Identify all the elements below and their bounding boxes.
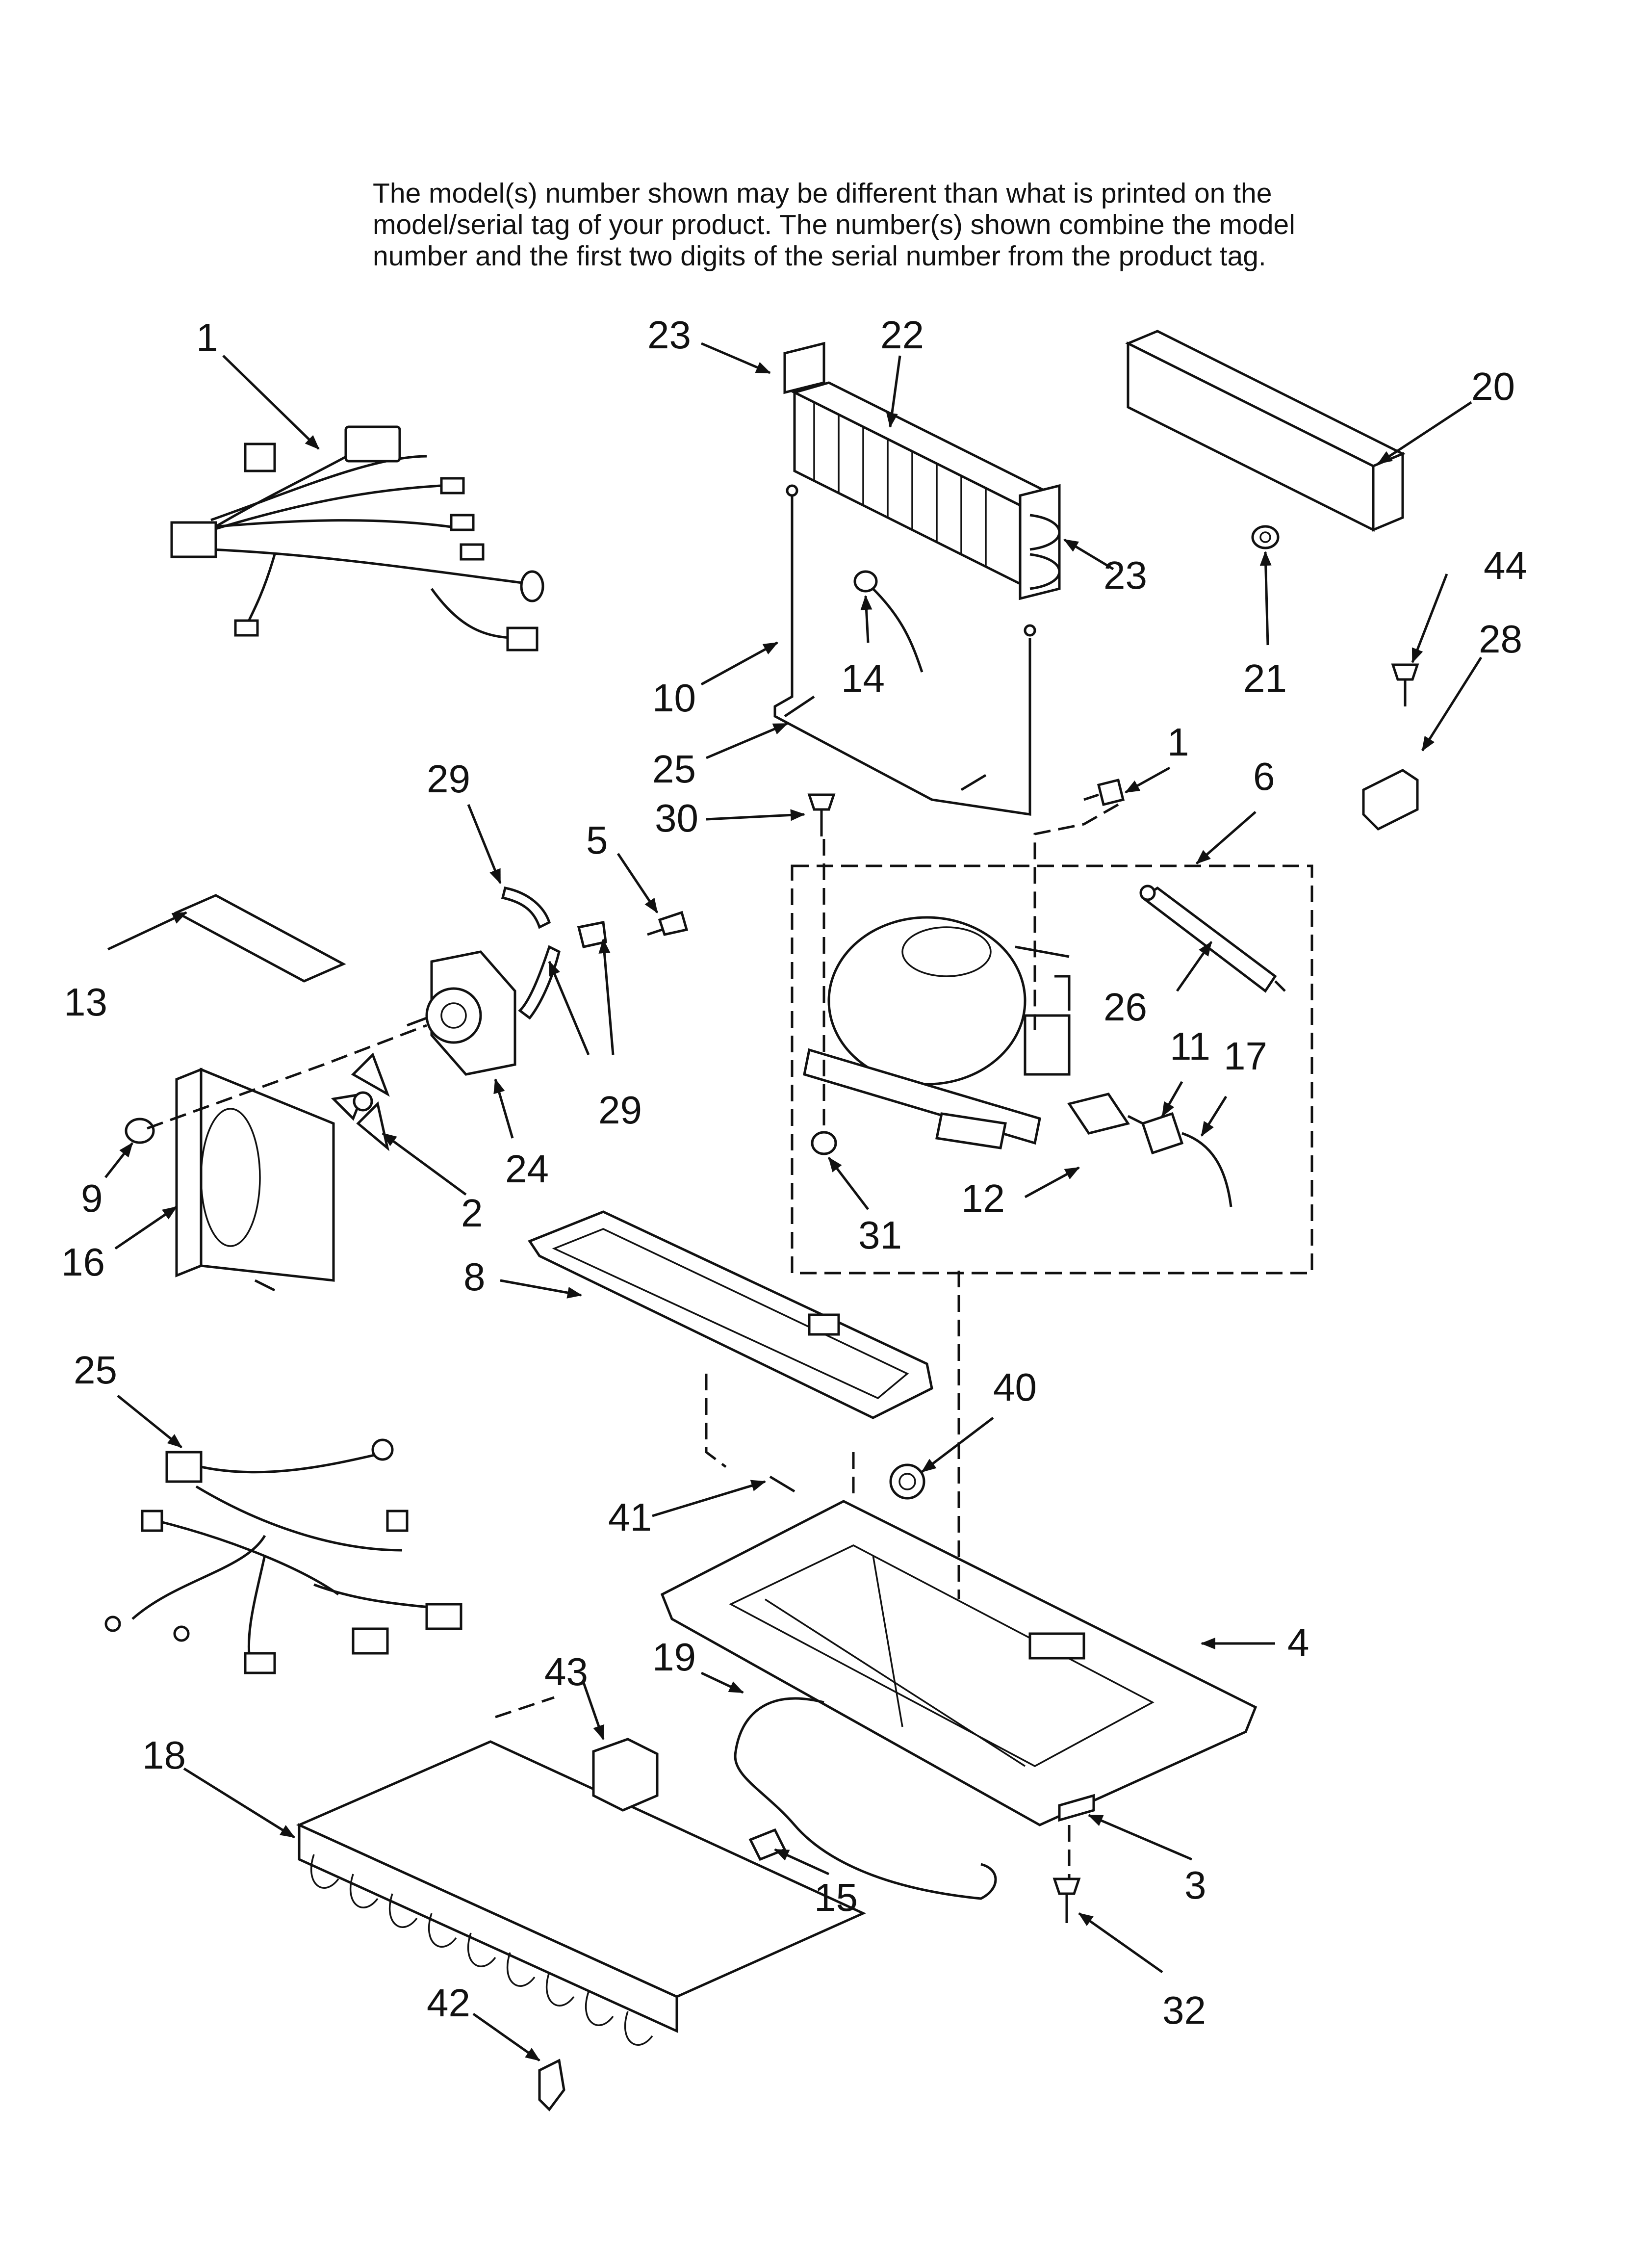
callout-11: 11 <box>1170 1024 1210 1068</box>
condenser-loop-tube <box>773 484 1036 816</box>
evaporator <box>296 1740 867 2046</box>
screw-and-clip <box>1362 663 1419 831</box>
callout-19: 19 <box>652 1635 696 1679</box>
evaporator-clip <box>538 2059 565 2112</box>
rail <box>1058 1794 1095 1822</box>
callout-43: 43 <box>544 1650 588 1694</box>
callout-13: 13 <box>64 980 107 1024</box>
callout-23b: 23 <box>1103 553 1147 597</box>
note-line-2: model/serial tag of your product. The nu… <box>373 209 1295 240</box>
fan-grommet <box>125 1118 155 1144</box>
valve <box>889 1463 925 1500</box>
callout-numbers: 1 23 22 20 23 44 28 21 10 14 25 30 1 6 2… <box>61 313 1527 2032</box>
callout-32: 32 <box>1162 1988 1206 2032</box>
callout-29b: 29 <box>598 1088 642 1132</box>
callout-10: 10 <box>652 676 696 720</box>
grommet <box>1251 525 1280 549</box>
base-pan <box>660 1500 1257 1826</box>
gasket-strip <box>174 894 346 983</box>
callout-24: 24 <box>505 1147 549 1191</box>
drain-tube <box>769 1475 795 1493</box>
drain-pan <box>528 1210 933 1419</box>
callout-12: 12 <box>961 1176 1005 1220</box>
condenser-shroud <box>1125 330 1406 532</box>
callout-17: 17 <box>1224 1034 1267 1078</box>
callout-8: 8 <box>463 1255 486 1299</box>
clip-lower <box>518 945 561 1020</box>
callout-26: 25 <box>74 1348 117 1392</box>
condenser-assembly <box>783 341 1061 600</box>
callout-41: 41 <box>608 1495 652 1539</box>
screw-1 <box>1083 778 1125 807</box>
callout-25: 25 <box>652 747 696 791</box>
power-harness <box>104 1438 462 1674</box>
start-relay <box>1067 1093 1144 1135</box>
callout-29a: 29 <box>427 757 470 801</box>
callout-14: 14 <box>841 656 885 700</box>
tube-sleeve <box>748 1828 787 1861</box>
callout-7: 1 <box>196 315 218 359</box>
screw-5 <box>647 911 689 936</box>
callout-2: 2 <box>461 1191 483 1235</box>
screw-32 <box>1052 1877 1081 1923</box>
overload-protector <box>1141 1112 1232 1207</box>
fan-motor <box>407 950 516 1076</box>
compressor-kit-box <box>791 864 1313 1275</box>
fan-blade <box>331 1052 390 1151</box>
compressor <box>803 916 1071 1149</box>
callout-22: 22 <box>880 313 924 357</box>
note-line-1: The model(s) number shown may be differe… <box>373 178 1272 209</box>
callout-1: 1 <box>1167 720 1189 764</box>
callout-40: 40 <box>993 1365 1037 1409</box>
callout-6: 6 <box>1253 755 1275 798</box>
callout-44: 44 <box>1484 544 1527 587</box>
foam-block <box>592 1738 659 1812</box>
fan-shroud <box>175 1068 335 1292</box>
callout-28: 28 <box>1479 617 1522 661</box>
callout-4: 4 <box>1287 1620 1309 1664</box>
wire-harness-main <box>170 425 544 652</box>
model-number-note: The model(s) number shown may be differe… <box>373 178 1354 272</box>
assembly-guide-lines <box>147 803 1119 1879</box>
callout-42: 42 <box>427 1981 470 2025</box>
callout-9: 9 <box>81 1176 103 1220</box>
callout-3: 3 <box>1184 1863 1206 1907</box>
thermistor <box>853 570 924 673</box>
callout-20: 20 <box>1471 365 1515 408</box>
clip-upper <box>501 886 551 929</box>
callout-31: 30 <box>655 796 698 840</box>
callout-15: 15 <box>814 1876 858 1919</box>
filter-drier <box>1139 885 1286 993</box>
screw-31 <box>807 793 836 836</box>
note-line-3: number and the first two digits of the s… <box>373 240 1266 272</box>
callout-21: 21 <box>1243 656 1287 700</box>
callout-16: 16 <box>61 1240 105 1284</box>
callout-23a: 23 <box>647 313 691 357</box>
callout-27: 26 <box>1103 985 1147 1029</box>
callout-18: 18 <box>142 1733 186 1777</box>
defrost-tube <box>734 1697 997 1900</box>
clip-small <box>577 921 607 948</box>
leader-lines <box>104 342 1483 2062</box>
callout-5: 5 <box>586 818 608 862</box>
compressor-grommet <box>811 1131 837 1155</box>
callout-30: 31 <box>858 1213 902 1257</box>
